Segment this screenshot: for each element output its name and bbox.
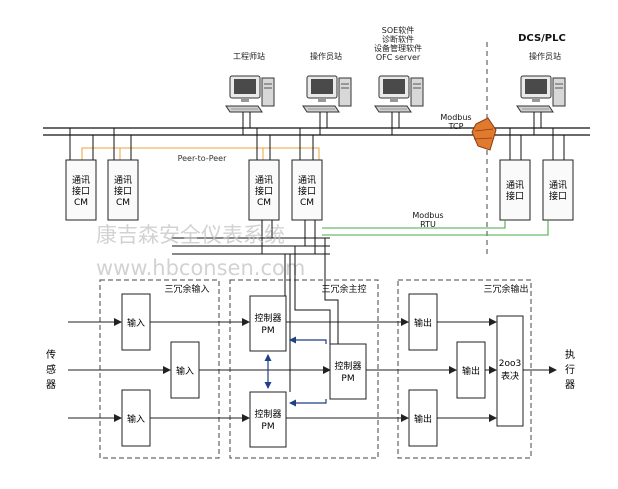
svg-text:输入: 输入 [127,317,145,329]
svg-text:接口: 接口 [549,190,567,202]
software-line-ofc: OFC server [376,53,421,62]
svg-text:通讯: 通讯 [549,180,567,191]
svg-text:PM: PM [341,374,354,384]
modbus-tcp-label-line2: TCP [448,122,464,131]
input-group-title: 三冗余输入 [164,283,209,295]
dcs-operator-computer-icon [516,75,566,113]
modbus-rtu-label-line2: RTU [420,220,436,229]
peer-to-peer-link [81,147,320,160]
firewall-icon [471,117,497,151]
svg-text:CM: CM [300,198,314,208]
svg-text:接口: 接口 [72,185,90,197]
control-group-box [229,279,379,459]
svg-text:PM: PM [261,326,274,336]
input-block-2: 输入 [170,341,200,399]
svg-text:PM: PM [261,422,274,432]
svg-text:通讯: 通讯 [255,175,273,186]
software-line-diagnostic: 诊断软件 [382,34,414,44]
dcs-plc-title: DCS/PLC [518,33,566,44]
modbus-rtu-link [322,220,549,236]
peer-to-peer-label: Peer-to-Peer [178,154,227,163]
operator-station-label: 操作员站 [310,51,342,61]
output-block-2: 输出 [456,341,486,399]
output-group-title: 三冗余输出 [483,283,528,295]
svg-text:输出: 输出 [462,365,480,377]
svg-text:接口: 接口 [255,185,273,197]
actuator-label-char3: 器 [565,379,575,391]
cm-module-4: 通讯 接口 CM [291,159,323,221]
svg-text:CM: CM [74,198,88,208]
pm-link-1-2 [289,336,327,344]
svg-text:表决: 表决 [501,370,519,382]
dcs-comm-module-1: 通讯 接口 [499,159,531,221]
svg-text:接口: 接口 [506,190,524,202]
svg-text:接口: 接口 [114,185,132,197]
modbus-tcp-label-line1: Modbus [440,113,471,122]
svg-text:输入: 输入 [127,413,145,425]
dcs-comm-module-2: 通讯 接口 [542,159,574,221]
output-block-3: 输出 [408,389,438,447]
svg-text:CM: CM [116,198,130,208]
svg-text:控制器: 控制器 [334,360,361,372]
software-line-asset: 设备管理软件 [374,43,422,53]
modbus-rtu-label-line1: Modbus [412,211,443,220]
svg-text:通讯: 通讯 [506,180,524,191]
svg-text:接口: 接口 [298,185,316,197]
controller-pm-3: 控制器 PM [249,391,287,448]
svg-text:输入: 输入 [176,365,194,377]
actuator-label-char2: 行 [565,363,575,376]
operator-station-computer-icon [302,75,352,113]
svg-text:通讯: 通讯 [72,175,90,186]
svg-text:输出: 输出 [414,413,432,425]
output-block-1: 输出 [408,293,438,351]
sensor-label-char1: 传 [46,349,56,361]
pm-link-3-2 [289,399,327,407]
actuator-label-char1: 执 [565,348,575,361]
svg-text:输出: 输出 [414,317,432,329]
control-group-title: 三冗余主控 [321,283,366,295]
svg-text:通讯: 通讯 [298,175,316,186]
input-block-3: 输入 [121,389,151,447]
svg-text:控制器: 控制器 [254,312,281,324]
svg-text:CM: CM [257,198,271,208]
cm-module-3: 通讯 接口 CM [248,159,280,221]
input-block-1: 输入 [121,293,151,351]
input-group-box [99,279,220,459]
software-line-soe: SOE软件 [382,25,414,35]
dcs-operator-station-label: 操作员站 [529,51,561,61]
svg-text:通讯: 通讯 [114,175,132,186]
controller-pm-1: 控制器 PM [249,295,287,352]
controller-pm-2: 控制器 PM [329,343,367,400]
cm-module-2: 通讯 接口 CM [107,159,139,221]
voter-2oo3: 2oo3 表决 [496,315,524,427]
watermark-url: www.hbconsen.com [96,256,305,280]
soe-server-computer-icon [374,75,424,113]
output-group-box [397,279,532,459]
engineering-station-label: 工程师站 [233,51,265,61]
svg-text:控制器: 控制器 [254,408,281,420]
engineering-station-computer-icon [225,75,275,113]
cm-module-1: 通讯 接口 CM [65,159,97,221]
watermark-company: 康吉森安全仪表系统 [96,223,285,247]
svg-text:2oo3: 2oo3 [499,359,521,369]
sensor-label-char2: 感 [46,363,56,376]
sensor-label-char3: 器 [46,379,56,391]
